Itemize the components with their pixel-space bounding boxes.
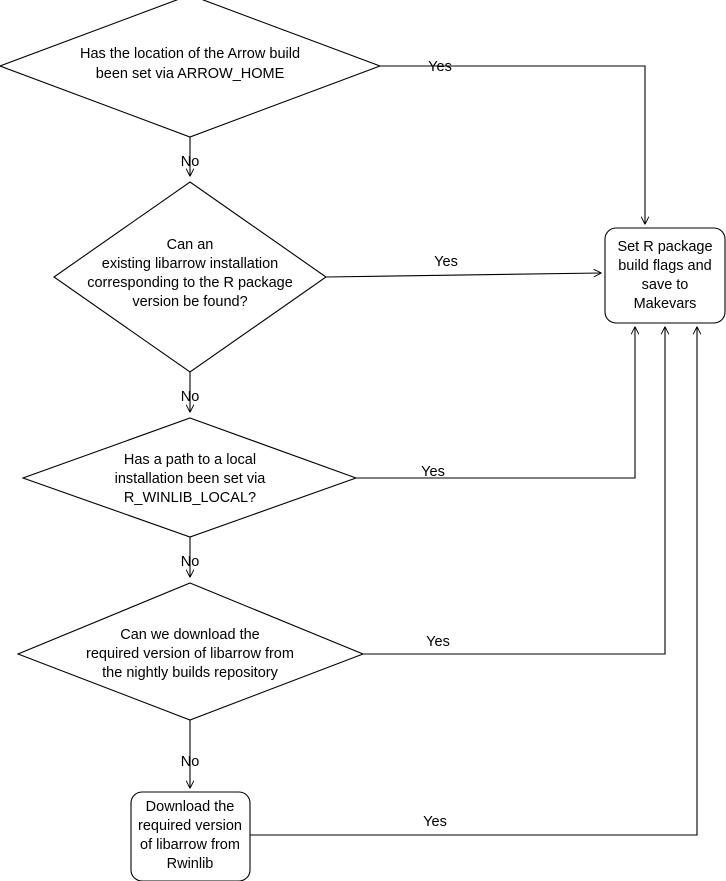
edge-label-winlib-local-no: No <box>181 554 200 570</box>
edge-label-arrow-home-yes: Yes <box>428 59 452 75</box>
decision-check-arrow-home-line1: Has the location of the Arrow build <box>80 46 300 62</box>
edge-label-winlib-local-yes: Yes <box>421 464 445 480</box>
decision-check-r-winlib-local-line3: R_WINLIB_LOCAL? <box>124 490 256 506</box>
decision-check-existing-libarrow-line4: version be found? <box>132 294 247 310</box>
decision-check-r-winlib-local[interactable] <box>21 417 358 538</box>
decision-check-nightly-builds-line1: Can we download the <box>120 627 259 643</box>
env-var-r-winlib-local[interactable]: R_WINLIB_LOCAL <box>124 490 248 506</box>
process-set-build-flags-line2: build flags and <box>618 258 712 274</box>
edge-label-nightly-no: No <box>181 754 200 770</box>
edge-nightly-yes <box>363 327 665 655</box>
decision-check-arrow-home-line2: been set via ARROW_HOME <box>96 66 285 82</box>
edge-label-existing-libarrow-no: No <box>181 389 200 405</box>
edge-label-existing-libarrow-yes: Yes <box>434 254 458 270</box>
decision-check-existing-libarrow-line2: existing libarrow installation <box>102 256 279 272</box>
process-set-build-flags-line4: Makevars <box>634 296 697 312</box>
decision-check-r-winlib-local-line1: Has a path to a local <box>124 452 256 468</box>
decision-check-nightly-builds-line3: the nightly builds repository <box>102 665 278 681</box>
process-download-rwinlib-line2: required version <box>138 818 242 834</box>
process-set-build-flags-line1: Set R package <box>617 239 712 255</box>
process-download-rwinlib-line1: Download the <box>146 799 235 815</box>
process-download-rwinlib[interactable] <box>130 791 251 881</box>
decision-check-arrow-home-line2-prefix: been set via <box>96 66 177 82</box>
env-var-arrow-home[interactable]: ARROW_HOME <box>177 66 284 82</box>
decision-check-r-winlib-local-line2: installation been set via <box>115 471 267 487</box>
decision-check-existing-libarrow-line3: corresponding to the R package <box>87 275 293 291</box>
decision-check-existing-libarrow-line1: Can an <box>167 237 214 253</box>
process-set-build-flags-line3: save to <box>642 277 689 293</box>
process-download-rwinlib-line4: Rwinlib <box>167 856 214 872</box>
edge-label-arrow-home-no: No <box>181 154 200 170</box>
decision-check-nightly-builds-line2: required version of libarrow from <box>86 646 294 662</box>
process-download-rwinlib-line3: of libarrow from <box>140 837 240 853</box>
process-set-build-flags[interactable] <box>604 227 726 324</box>
decision-check-existing-libarrow[interactable] <box>53 181 327 373</box>
decision-check-arrow-home[interactable] <box>0 0 382 138</box>
decision-check-nightly-builds[interactable] <box>16 582 365 721</box>
edge-existing-libarrow-yes <box>325 273 601 278</box>
edge-arrow-home-yes <box>380 65 645 224</box>
edge-label-rwinlib-yes: Yes <box>423 814 447 830</box>
edge-winlib-local-yes <box>356 327 635 479</box>
edge-label-nightly-yes: Yes <box>426 634 450 650</box>
decision-check-r-winlib-local-line3-suffix: ? <box>248 490 256 506</box>
edge-rwinlib-yes <box>250 327 697 836</box>
